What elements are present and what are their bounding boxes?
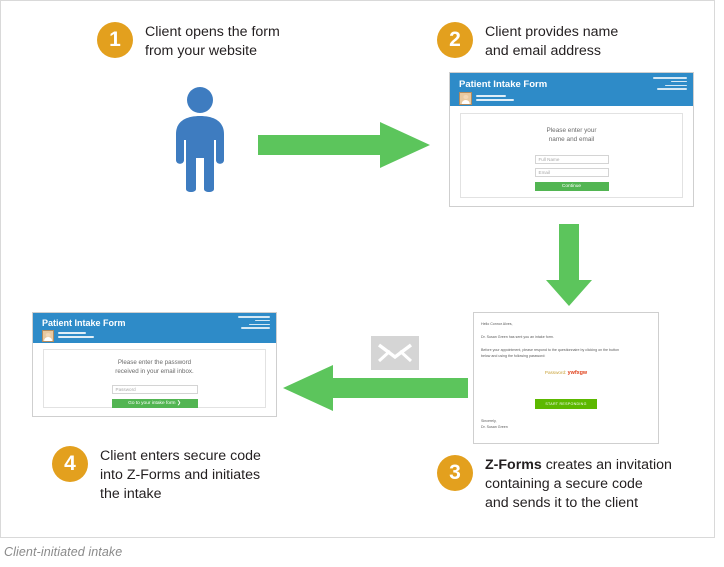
doctor-name-lines xyxy=(58,332,94,340)
invitation-email-screenshot[interactable]: Hello Connor Alves, Dr. Susan Green has … xyxy=(473,312,659,444)
doctor-avatar xyxy=(459,92,472,105)
step-2: 2 Client provides name and email address xyxy=(437,22,618,61)
form-prompt: Please enter the password received in yo… xyxy=(115,359,194,375)
step-4: 4 Client enters secure code into Z-Forms… xyxy=(52,446,261,504)
password-value: ywfxgw xyxy=(567,370,588,376)
go-to-intake-form-button[interactable]: Go to your intake form ❯ xyxy=(111,398,198,408)
step-2-number: 2 xyxy=(437,22,473,58)
email-signoff: Sincerely, xyxy=(481,419,497,423)
step-3: 3 Z-Forms creates an invitation containi… xyxy=(437,455,672,513)
figure-caption: Client-initiated intake xyxy=(4,545,123,559)
intake-form-name-screenshot[interactable]: Patient Intake Form Please enter your na… xyxy=(449,72,694,207)
email-signer: Dr. Susan Green xyxy=(481,425,508,429)
step-3-label: Z-Forms creates an invitation containing… xyxy=(485,455,672,513)
form-body: Please enter your name and email Full Na… xyxy=(460,113,683,198)
step-1-label: Client opens the form from your website xyxy=(145,24,280,59)
email-line-3: below and using the following password: xyxy=(481,354,546,358)
step-4-text-pre: Client enters secure code into xyxy=(100,448,261,483)
form-title: Patient Intake Form xyxy=(42,318,126,328)
email-line-1: Dr. Susan Green has sent you an intake f… xyxy=(481,335,554,339)
doctor-name-lines xyxy=(476,94,514,103)
brand-z-forms: Z-Forms xyxy=(485,457,542,473)
step-3-number: 3 xyxy=(437,455,473,491)
step-1-number: 1 xyxy=(97,22,133,58)
email-field[interactable]: Email xyxy=(534,167,609,177)
form-header: Patient Intake Form xyxy=(450,73,693,106)
password-field[interactable]: Password xyxy=(111,384,198,394)
form-body: Please enter the password received in yo… xyxy=(43,349,266,408)
doctor-block xyxy=(459,92,514,105)
start-responding-button[interactable]: START RESPONDING xyxy=(535,399,597,409)
arrow-left-icon xyxy=(283,365,468,416)
arrow-right-icon xyxy=(258,122,430,173)
clinic-address xyxy=(653,77,687,92)
clinic-address xyxy=(238,316,270,331)
form-prompt: Please enter your name and email xyxy=(546,127,597,144)
email-password-row: Password: ywfxgw xyxy=(474,370,658,376)
doctor-avatar xyxy=(42,330,54,342)
arrow-down-icon xyxy=(546,224,592,311)
step-4-label: Client enters secure code into Z-Forms a… xyxy=(100,446,261,504)
step-4-number: 4 xyxy=(52,446,88,482)
step-4-text-post: and initiates the intake xyxy=(100,467,261,502)
envelope-icon xyxy=(371,336,419,370)
email-line-2: Before your appointment, please respond … xyxy=(481,348,620,352)
form-title: Patient Intake Form xyxy=(459,79,548,90)
step-3-text: creates an invitation containing a secur… xyxy=(485,457,672,511)
continue-button[interactable]: Continue xyxy=(534,181,609,191)
intake-form-password-screenshot[interactable]: Patient Intake Form Please enter the pas… xyxy=(32,312,277,417)
doctor-block xyxy=(42,330,94,342)
step-2-label: Client provides name and email address xyxy=(485,24,619,59)
email-greeting: Hello Connor Alves, xyxy=(481,322,513,326)
step-1: 1 Client opens the form from your websit… xyxy=(97,22,280,61)
password-label: Password: xyxy=(544,370,567,375)
person-icon xyxy=(165,86,235,194)
form-header: Patient Intake Form xyxy=(33,313,276,343)
full-name-field[interactable]: Full Name xyxy=(534,154,609,164)
email-top-spacer xyxy=(474,313,658,317)
brand-z-forms: Z-Forms xyxy=(126,467,181,483)
